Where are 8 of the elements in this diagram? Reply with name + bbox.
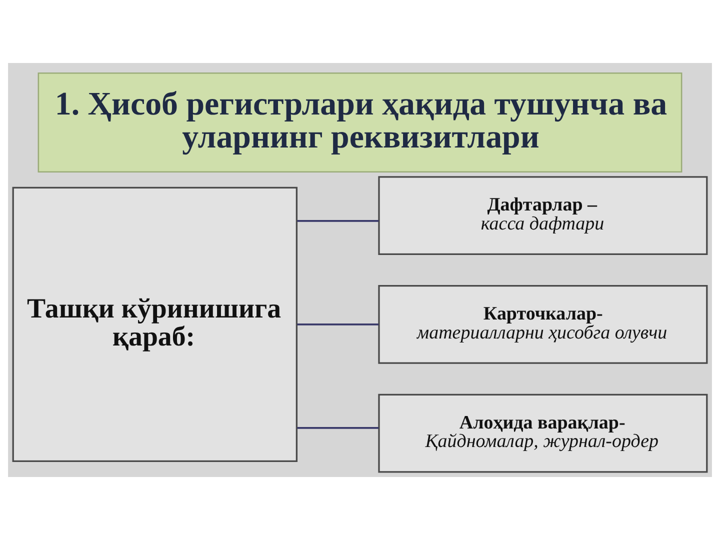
node-box: Алоҳида варақлар- Қайдномалар, журнал-ордер	[378, 394, 708, 473]
node-box: Ташқи кўринишига қараб:	[12, 186, 298, 462]
connector	[297, 324, 379, 326]
diagram-title: 1. Ҳисоб регистрлари ҳақида тушунча ва уларнинг реквизитлари	[54, 86, 668, 156]
node-box: Дафтарлар – касса дафтари	[378, 176, 708, 255]
connector	[297, 220, 379, 222]
connector	[297, 427, 379, 429]
node-box: Карточкалар- материалларни ҳисобга олувчи	[378, 285, 708, 364]
